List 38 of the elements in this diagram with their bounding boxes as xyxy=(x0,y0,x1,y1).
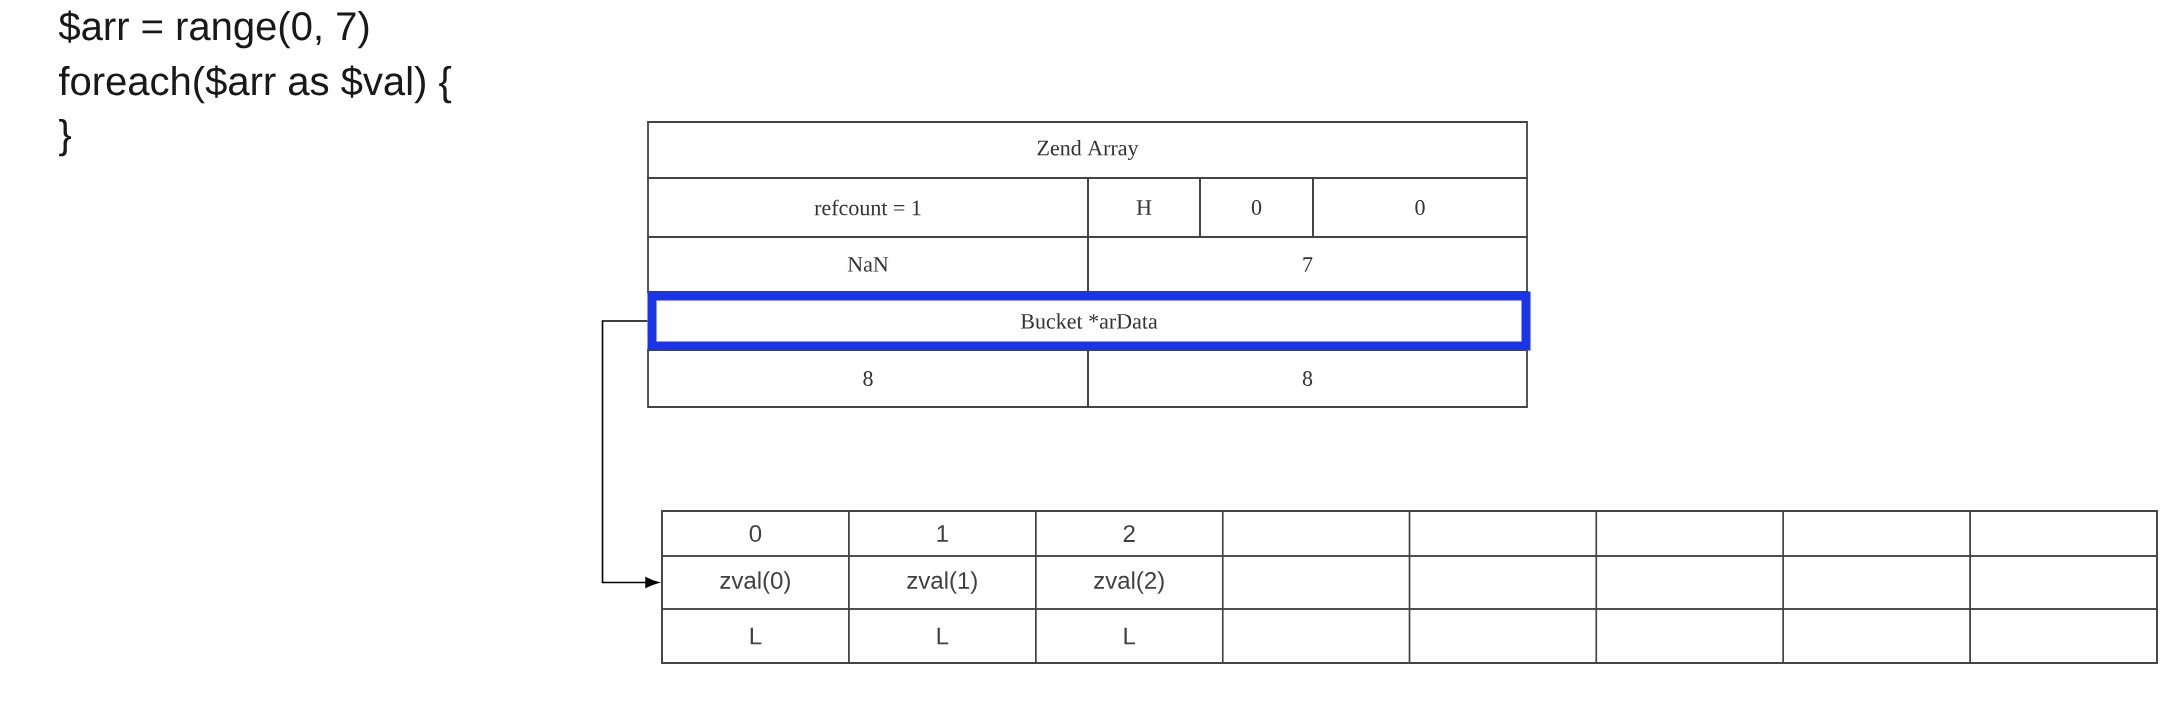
table-cell xyxy=(1408,510,1598,557)
highlighted-cell: Bucket *arData xyxy=(647,291,1531,351)
table-cell: refcount = 1 xyxy=(647,177,1089,238)
code-line: } xyxy=(59,119,72,157)
table-cell xyxy=(1221,510,1411,557)
table-cell xyxy=(1595,510,1784,557)
table-cell: zval(1) xyxy=(848,555,1037,610)
table-cell: 2 xyxy=(1035,510,1224,557)
table-cell xyxy=(1969,608,2158,664)
table-cell xyxy=(1595,608,1784,664)
table-cell: 7 xyxy=(1087,236,1528,293)
table-cell xyxy=(1969,555,2158,610)
table-cell xyxy=(1782,608,1971,664)
table-cell xyxy=(1408,608,1598,664)
table-cell: NaN xyxy=(647,236,1089,293)
table-cell: Zend Array xyxy=(647,121,1528,179)
table-cell: L xyxy=(848,608,1037,664)
table-cell xyxy=(1969,510,2158,557)
table-cell xyxy=(1782,510,1971,557)
table-cell: 0 xyxy=(661,510,850,557)
code-line: $arr = range(0, 7) xyxy=(58,10,369,49)
table-cell: 0 xyxy=(1312,177,1528,238)
table-cell: zval(2) xyxy=(1035,555,1224,610)
table-cell: L xyxy=(661,608,850,664)
table-cell: H xyxy=(1087,177,1201,238)
table-cell xyxy=(1221,608,1411,664)
table-cell: 8 xyxy=(647,349,1089,408)
table-cell xyxy=(1782,555,1971,610)
table-cell xyxy=(1408,555,1598,610)
table-cell: 0 xyxy=(1199,177,1314,238)
table-cell: 1 xyxy=(848,510,1037,557)
table-cell xyxy=(1221,555,1411,610)
code-line: foreach($arr as $val) { xyxy=(59,65,452,104)
table-cell: L xyxy=(1035,608,1224,664)
table-cell: zval(0) xyxy=(661,555,850,610)
connector-arrow xyxy=(601,320,659,588)
table-cell: 8 xyxy=(1087,349,1528,408)
table-cell xyxy=(1595,555,1784,610)
